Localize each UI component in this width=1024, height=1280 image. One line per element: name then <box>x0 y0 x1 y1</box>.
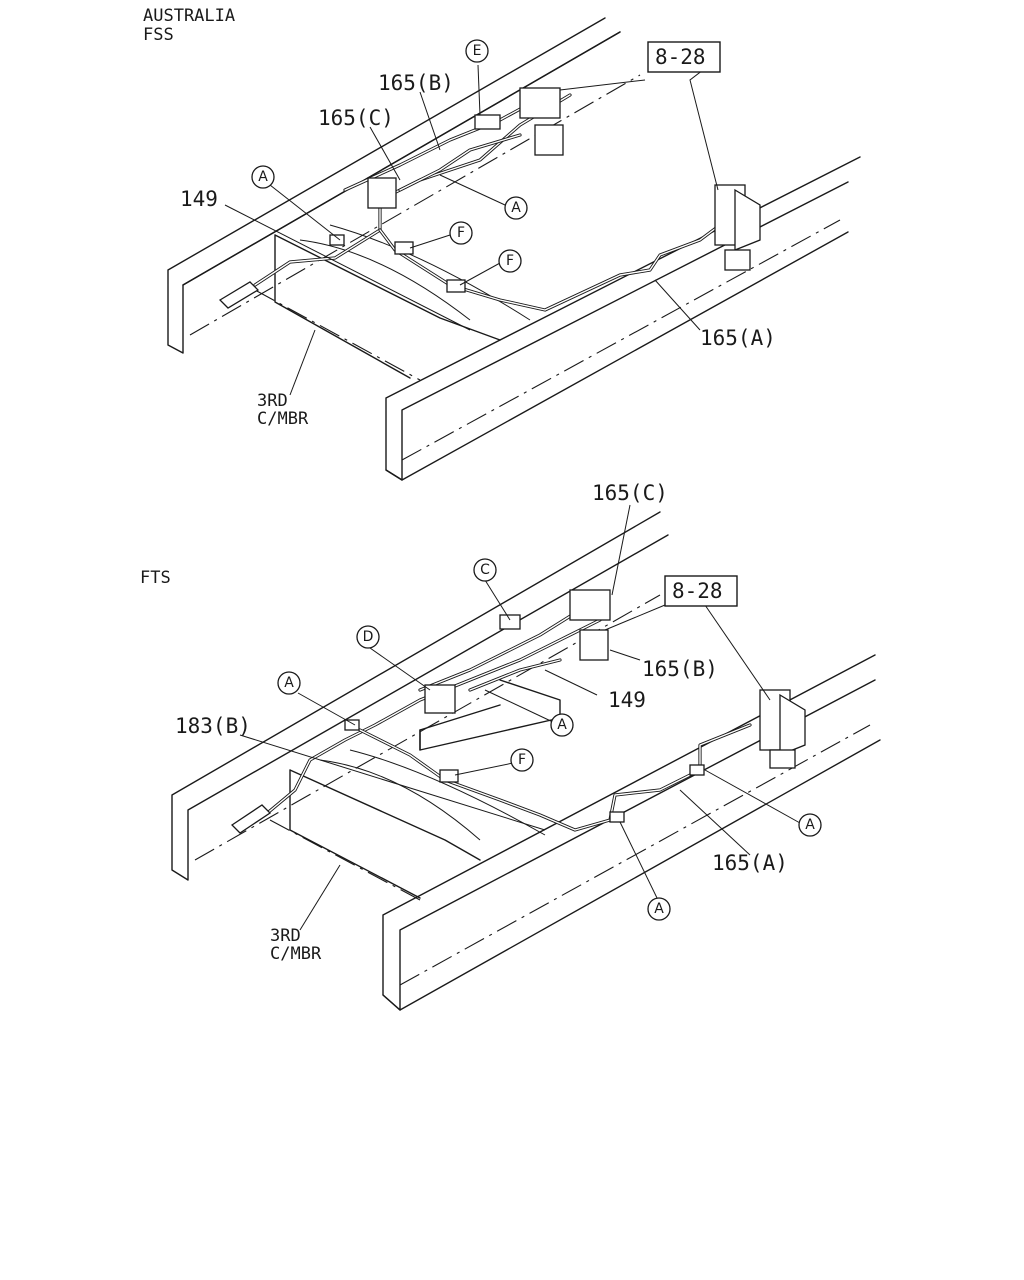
bottom-ref-box <box>664 575 738 607</box>
top-circle-f2: F <box>498 249 522 273</box>
svg-text:A: A <box>511 200 521 216</box>
svg-text:F: F <box>518 752 526 768</box>
top-callout-149: 149 <box>180 187 218 211</box>
top-member-label-2: C/MBR <box>257 409 309 429</box>
top-ref-box <box>647 41 721 73</box>
svg-text:A: A <box>284 675 294 691</box>
top-caption-line1: AUSTRALIA <box>143 6 235 26</box>
svg-text:F: F <box>506 253 514 269</box>
bottom-member-label-2: C/MBR <box>270 944 322 964</box>
top-circle-f1: F <box>449 221 473 245</box>
bottom-circle-c: C <box>473 558 497 582</box>
bottom-caption: FTS <box>140 568 171 588</box>
bottom-callout-183b: 183(B) <box>175 714 251 738</box>
bottom-circle-a4: A <box>647 897 671 921</box>
bottom-callout-165a: 165(A) <box>712 851 788 875</box>
bottom-brake-pipes <box>263 608 752 832</box>
bottom-view: FTS <box>140 481 881 1011</box>
bottom-circle-a3: A <box>798 813 822 837</box>
top-frame-rails <box>167 17 861 481</box>
bottom-callout-149: 149 <box>608 688 646 712</box>
top-ref-box-label: 8-28 <box>655 45 706 69</box>
top-caption-line2: FSS <box>143 25 174 45</box>
svg-text:C: C <box>480 562 490 578</box>
bottom-callout-165b: 165(B) <box>642 657 718 681</box>
bottom-circle-a2: A <box>550 713 574 737</box>
top-member-label-1: 3RD <box>257 391 288 411</box>
svg-text:A: A <box>557 717 567 733</box>
top-circle-e: E <box>465 39 489 63</box>
top-callout-165a: 165(A) <box>700 326 776 350</box>
top-circle-a2: A <box>504 196 528 220</box>
top-callout-165c: 165(C) <box>318 106 394 130</box>
bottom-ref-box-label: 8-28 <box>672 579 723 603</box>
bottom-components <box>230 589 806 834</box>
bottom-callout-165c: 165(C) <box>592 481 668 505</box>
bottom-circle-f: F <box>510 748 534 772</box>
svg-text:E: E <box>473 43 482 59</box>
bottom-member-label-1: 3RD <box>270 926 301 946</box>
bottom-circle-a1: A <box>277 671 301 695</box>
top-leader-lines <box>224 56 721 396</box>
bottom-leader-lines <box>239 504 801 931</box>
bottom-circle-d: D <box>356 625 380 649</box>
top-view: AUSTRALIA FSS <box>143 6 861 481</box>
svg-text:F: F <box>457 225 465 241</box>
svg-text:D: D <box>363 629 374 645</box>
svg-text:A: A <box>654 901 664 917</box>
svg-text:A: A <box>805 817 815 833</box>
svg-text:A: A <box>258 169 268 185</box>
top-callout-165b: 165(B) <box>378 71 454 95</box>
top-components <box>218 87 761 309</box>
top-circle-a1: A <box>251 165 275 189</box>
